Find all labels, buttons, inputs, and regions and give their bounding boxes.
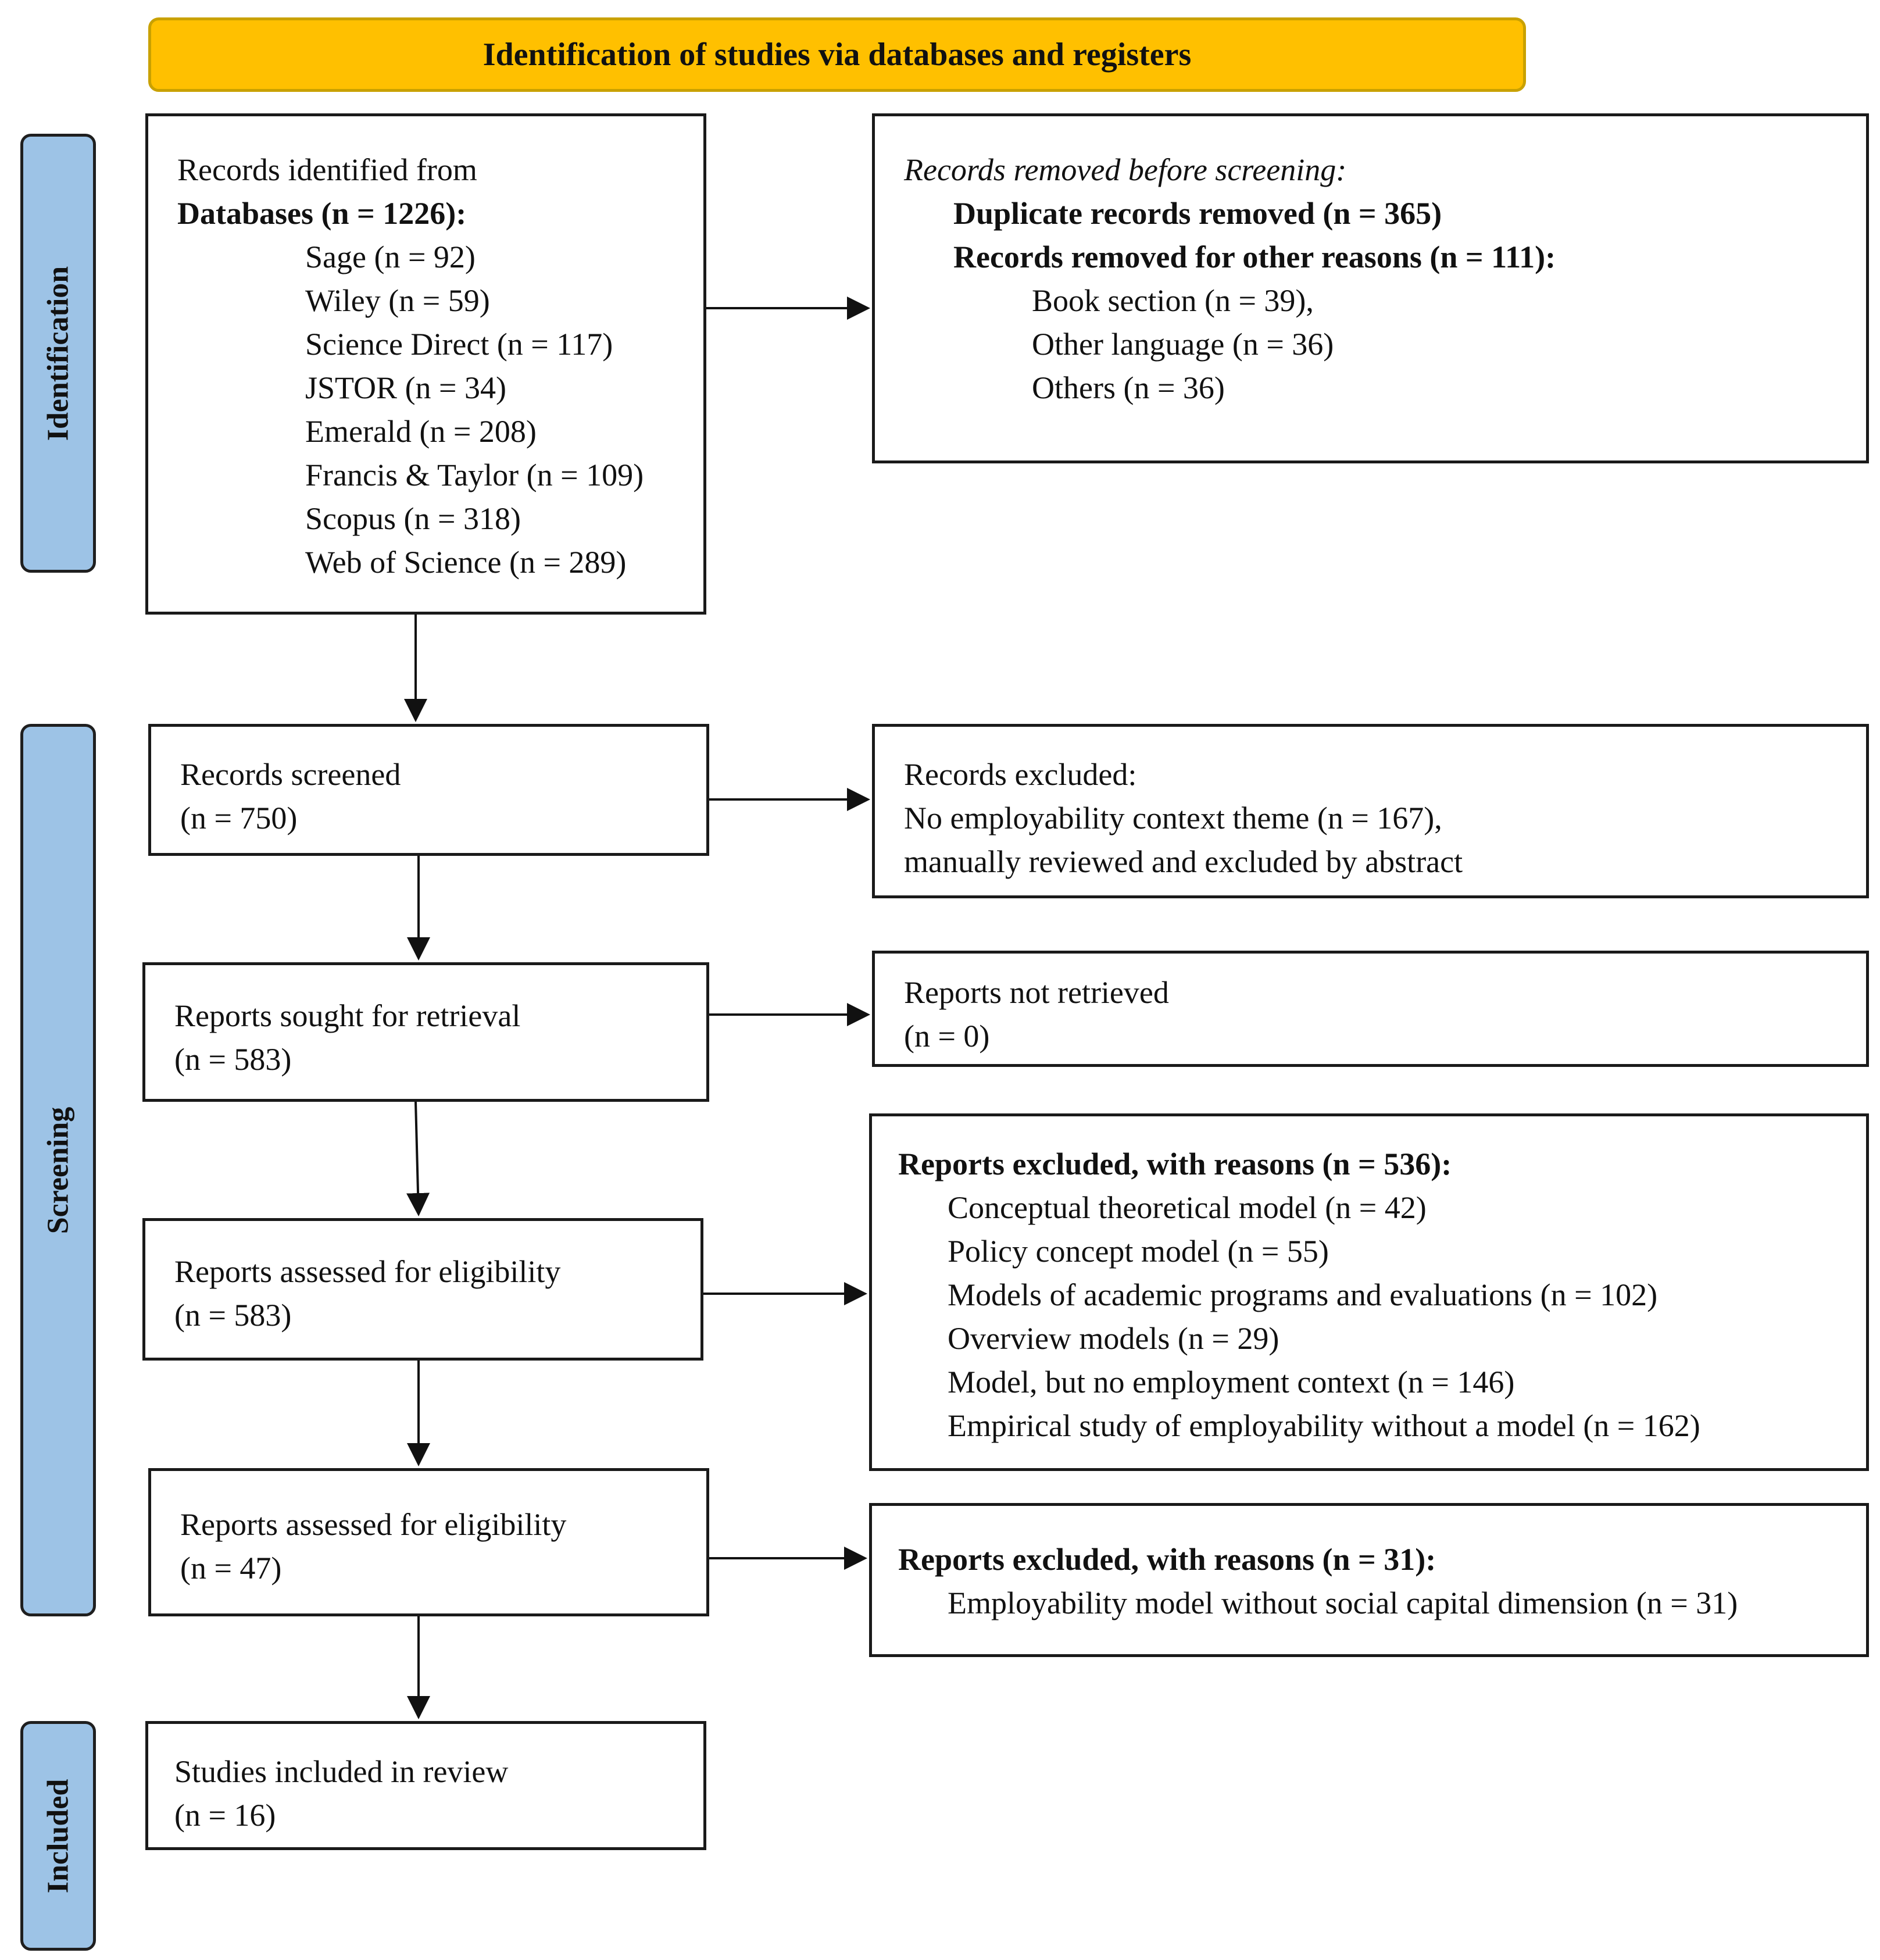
records-excluded-line3: manually reviewed and excluded by abstra… — [904, 844, 1463, 879]
banner: Identification of studies via databases … — [148, 17, 1526, 92]
records-screened-box: Records screened (n = 750) — [148, 724, 709, 856]
exclusion-reason-item: Models of academic programs and evaluati… — [948, 1277, 1658, 1312]
arrow-sought-to-assessed — [406, 1101, 430, 1216]
banner-title: Identification of studies via databases … — [482, 37, 1192, 73]
database-source-item: Sage (n = 92) — [305, 240, 476, 274]
reports-assessed-count-2: (n = 47) — [180, 1551, 282, 1586]
phase-identification: Identification — [20, 134, 96, 573]
records-identified-box: Records identified from Databases (n = 1… — [145, 113, 706, 615]
records-identified-line1: Records identified from — [177, 152, 477, 187]
reports-excluded-heading-2: Reports excluded, with reasons (n = 31): — [898, 1542, 1436, 1577]
exclusion-reason-item: Employability model without social capit… — [948, 1586, 1738, 1620]
records-excluded-line2: No employability context theme (n = 167)… — [904, 801, 1442, 836]
reports-excluded-heading-1: Reports excluded, with reasons (n = 536)… — [898, 1147, 1452, 1181]
removed-reason-item: Other language (n = 36) — [1032, 327, 1334, 362]
reports-assessed-title-2: Reports assessed for eligibility — [180, 1507, 567, 1542]
exclusion-reason-item: Empirical study of employability without… — [948, 1408, 1700, 1443]
reports-assessed-box-2: Reports assessed for eligibility (n = 47… — [148, 1468, 709, 1616]
reports-excluded-box-1: Reports excluded, with reasons (n = 536)… — [869, 1113, 1869, 1471]
studies-included-count: (n = 16) — [174, 1798, 276, 1833]
studies-included-title: Studies included in review — [174, 1754, 509, 1789]
database-source-item: Scopus (n = 318) — [305, 501, 521, 536]
reports-assessed-title-1: Reports assessed for eligibility — [174, 1254, 561, 1289]
database-source-item: Emerald (n = 208) — [305, 414, 537, 449]
reports-not-retrieved-box: Reports not retrieved (n = 0) — [872, 951, 1869, 1067]
database-source-item: Wiley (n = 59) — [305, 283, 490, 318]
other-reasons-heading: Records removed for other reasons (n = 1… — [953, 240, 1556, 274]
reports-not-retrieved-count: (n = 0) — [904, 1019, 990, 1054]
records-removed-heading: Records removed before screening: — [904, 152, 1347, 187]
removed-reason-item: Book section (n = 39), — [1032, 283, 1314, 318]
exclusion-reason-item: Overview models (n = 29) — [948, 1321, 1279, 1356]
reports-sought-count: (n = 583) — [174, 1042, 292, 1077]
records-excluded-box: Records excluded: No employability conte… — [872, 724, 1869, 898]
records-removed-box: Records removed before screening: Duplic… — [872, 113, 1869, 463]
exclusion-reason-item: Policy concept model (n = 55) — [948, 1234, 1329, 1269]
reports-excluded-box-2: Reports excluded, with reasons (n = 31):… — [869, 1503, 1869, 1657]
records-screened-title: Records screened — [180, 757, 401, 792]
databases-heading: Databases (n = 1226): — [177, 196, 467, 231]
reports-sought-title: Reports sought for retrieval — [174, 998, 521, 1033]
reports-excluded-reasons-1: Conceptual theoretical model (n = 42) Po… — [898, 1186, 1866, 1448]
database-sources-list: Sage (n = 92) Wiley (n = 59) Science Dir… — [177, 235, 703, 584]
exclusion-reason-item: Model, but no employment context (n = 14… — [948, 1365, 1515, 1400]
reports-not-retrieved-title: Reports not retrieved — [904, 975, 1169, 1010]
phase-included: Included — [20, 1721, 96, 1951]
database-source-item: JSTOR (n = 34) — [305, 370, 506, 405]
reports-sought-box: Reports sought for retrieval (n = 583) — [142, 962, 709, 1102]
duplicates-removed: Duplicate records removed (n = 365) — [953, 196, 1442, 231]
phase-screening: Screening — [20, 724, 96, 1616]
exclusion-reason-item: Conceptual theoretical model (n = 42) — [948, 1190, 1427, 1225]
database-source-item: Web of Science (n = 289) — [305, 545, 627, 580]
database-source-item: Science Direct (n = 117) — [305, 327, 613, 362]
reports-assessed-count-1: (n = 583) — [174, 1298, 292, 1333]
removed-reason-item: Others (n = 36) — [1032, 370, 1225, 405]
studies-included-box: Studies included in review (n = 16) — [145, 1721, 706, 1850]
database-source-item: Francis & Taylor (n = 109) — [305, 458, 644, 492]
reports-assessed-box-1: Reports assessed for eligibility (n = 58… — [142, 1218, 703, 1361]
records-screened-count: (n = 750) — [180, 801, 298, 836]
removed-reasons-list: Book section (n = 39), Other language (n… — [953, 279, 1866, 410]
records-excluded-title: Records excluded: — [904, 757, 1137, 792]
